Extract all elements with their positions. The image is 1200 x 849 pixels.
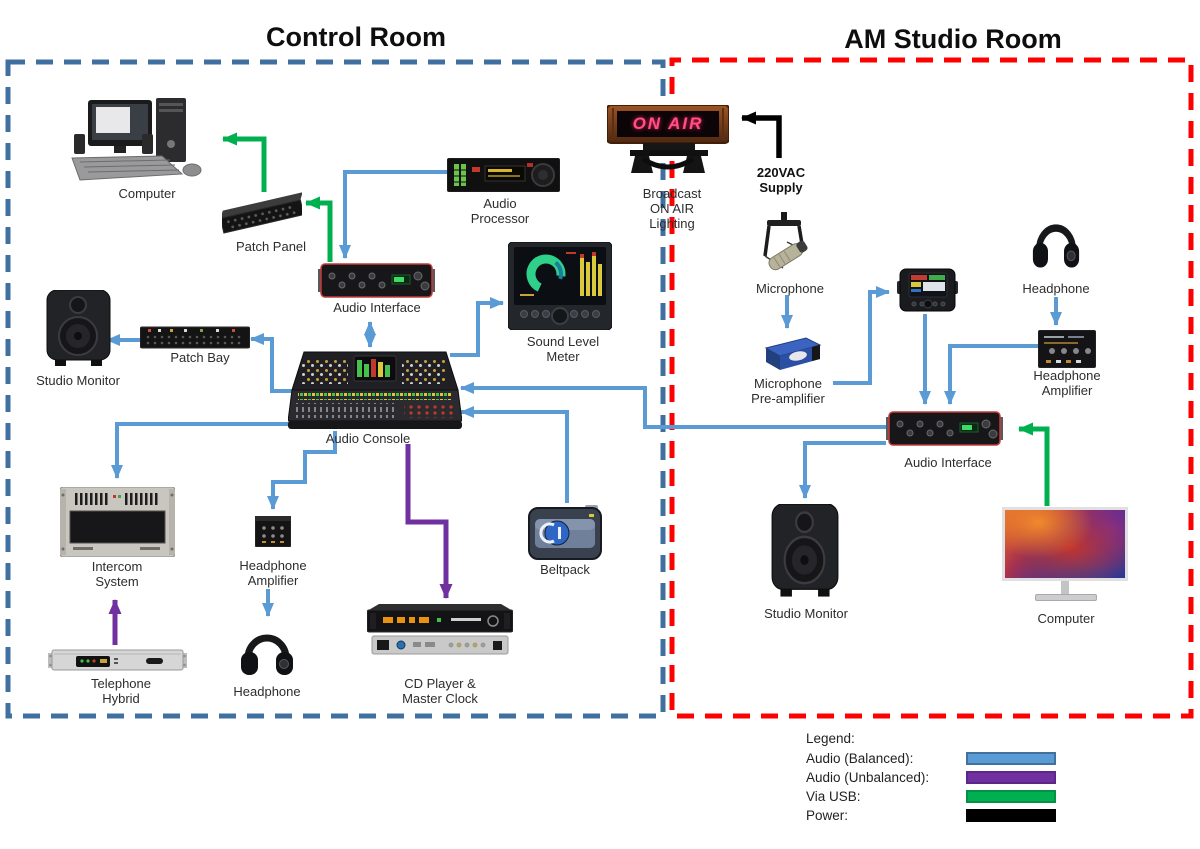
conn-power-to-onair [741,111,782,158]
studio-monitor-label: Studio Monitor [36,373,120,388]
headphone-amplifier-label: Headphone Amplifier [239,558,307,588]
intercom-system-image [60,487,175,557]
audio-interface-label: Audio Interface [333,300,421,315]
conn-preamp-to-talkback [833,286,890,385]
patch-panel-label: Patch Panel [235,239,307,254]
conn-patch-panel-to-computer [222,132,267,192]
legend-swatch-audio-balanced [966,752,1056,765]
telephone-hybrid-image [48,647,187,673]
am-studio-room-boundary [669,57,1194,719]
conn-interface-to-patch-panel [305,196,333,262]
headphone-image [240,622,294,682]
onair-sign-text: ON AIR [632,114,704,133]
audio-interface-image [318,263,435,298]
computer-label: Computer [1037,611,1095,626]
legend-swatch-audio-unbalanced [966,771,1056,784]
mic-preamp-image [762,332,822,374]
studio-monitor-label: Studio Monitor [764,606,848,621]
conn-beltpack-to-console [460,406,569,503]
conn-console-to-sound-level-meter [450,297,504,357]
beltpack-image [527,502,603,561]
headphone-amp-image [1038,330,1096,368]
audio-processor-label: Audio Processor [470,196,530,226]
beltpack-label: Beltpack [540,562,590,577]
headphone-image [1032,211,1080,275]
legend-swatch-via-usb [966,790,1056,803]
sound-level-meter-label: Sound Level Meter [526,334,600,364]
talkback-panel-image [897,267,958,314]
headphone-amp-image [255,516,291,547]
conn-studio-interface-to-studio-monitor [799,441,886,499]
computer-screen [1002,507,1128,581]
legend-item-label: Audio (Balanced): [806,751,914,766]
audio-console-label: Audio Console [325,431,411,446]
conn-console-to-patch-bay [250,333,293,393]
computer-image [70,98,207,183]
audio-console-image [288,350,462,432]
computer-monitor-image [1002,507,1128,603]
onair-sign-image: ON AIR [607,105,729,177]
broadcast-onair-label: Broadcast ON AIR Lighting [642,186,702,231]
conn-computer-to-studio-interface [1018,422,1050,506]
legend-item-label: Power: [806,808,849,823]
audio-interface-label: Audio Interface [904,455,992,470]
conn-console-to-intercom [111,422,291,479]
legend-swatch-power [966,809,1056,822]
patch-bay-label: Patch Bay [170,350,230,365]
cd-player-image [367,604,513,656]
patch-panel-image [222,190,302,242]
audio-interface-image [886,411,1003,446]
computer-label: Computer [118,186,176,201]
conn-console-to-cd-player [405,444,453,599]
conn-headphone-amp-to-studio-interface [944,344,1038,405]
headphone-label: Headphone [233,684,301,699]
studio-monitor-image [770,504,840,599]
conn-processor-to-interface [339,170,447,259]
legend-title: Legend: [806,731,855,746]
legend-item-label: Audio (Unbalanced): [806,770,930,785]
am-studio-room-title: AM Studio Room [844,24,1062,54]
monitor-stand-base [1035,594,1097,601]
legend-item-label: Via USB: [806,789,861,804]
patch-bay-image [140,324,250,350]
microphone-label: Microphone [756,281,824,296]
mic-preamplifier-label: Microphone Pre-amplifier [751,376,825,406]
studio-monitor-image [45,290,112,368]
monitor-stand-post [1061,581,1069,594]
intercom-system-label: Intercom System [91,559,143,589]
audio-processor-image [447,158,560,192]
cd-player-label: CD Player & Master Clock [402,676,478,706]
power-supply-label: 220VAC Supply [756,165,806,195]
telephone-hybrid-label: Telephone Hybrid [91,676,151,706]
microphone-image [753,212,820,280]
headphone-label: Headphone [1022,281,1090,296]
headphone-amplifier-label: Headphone Amplifier [1033,368,1101,398]
control-room-title: Control Room [266,22,446,52]
sound-level-meter-image [508,242,612,330]
